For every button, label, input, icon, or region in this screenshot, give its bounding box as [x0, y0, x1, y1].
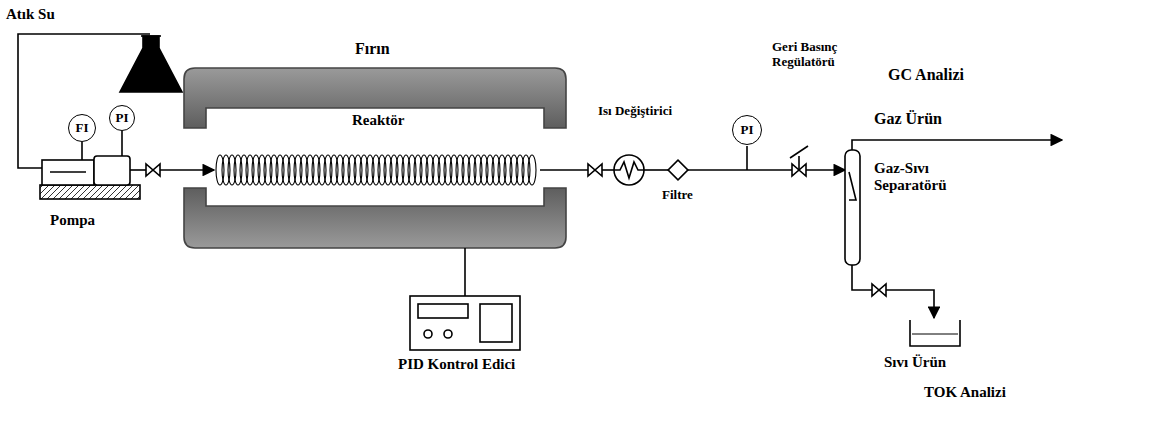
pump-label: Pompa: [50, 212, 95, 229]
instrument-tag: PI: [116, 110, 129, 126]
fi-tap: [81, 142, 83, 160]
pid-controller: [410, 296, 520, 350]
coil-winding: [528, 155, 536, 185]
control-wire: [464, 248, 466, 296]
pi-tap: [746, 146, 748, 170]
pipe: [160, 169, 214, 171]
feed-line: [18, 34, 150, 168]
pump-base: [40, 185, 140, 199]
pressure-indicator: PI: [109, 105, 135, 131]
pid-knob: [444, 330, 452, 338]
controller-label: PID Kontrol Edici: [398, 356, 515, 373]
separator-internal: [849, 172, 856, 200]
pid-panel: [480, 304, 512, 342]
heat-exchanger: [614, 155, 644, 185]
pressure-indicator: PI: [732, 115, 762, 145]
flow-indicator: FI: [68, 114, 96, 142]
pump-head: [94, 156, 130, 185]
feed-label: Atık Su: [6, 6, 55, 23]
outlet-valve: [588, 164, 602, 176]
pipe: [540, 169, 588, 171]
pump-motor: [42, 160, 94, 185]
heat-exchanger-coil: [614, 162, 644, 178]
pipe: [644, 169, 671, 171]
regulator-spring: [790, 146, 808, 158]
instrument-tag: FI: [76, 120, 89, 136]
regulator-label: Geri Basınç Regülatörü: [772, 40, 860, 70]
analysis-label: GC Analizi: [888, 66, 964, 84]
drain-valve: [872, 284, 886, 296]
pipe: [688, 169, 792, 171]
gas-line: [852, 140, 1062, 150]
reactor-label: Reaktör: [352, 112, 405, 129]
flask-rim: [141, 35, 161, 37]
separator-label: Gaz-Sıvı Separatörü: [874, 160, 974, 195]
beaker-liquid: [912, 334, 958, 335]
liquid-product-label: Sıvı Ürün: [884, 354, 946, 371]
instrument-tag: PI: [741, 122, 754, 138]
inlet-valve: [146, 164, 160, 176]
filter-label: Filtre: [662, 188, 693, 203]
gas-product-label: Gaz Ürün: [874, 110, 942, 128]
reactor-coil: [216, 155, 536, 185]
pi-tap: [121, 131, 123, 156]
filter: [668, 160, 688, 180]
regulator-stem: [798, 156, 800, 170]
heat-exchanger-label: Isı Değiştirici: [598, 104, 672, 119]
flask: [120, 36, 182, 92]
pipe: [130, 169, 146, 171]
pid-knob: [424, 330, 432, 338]
pump-piston: [50, 171, 86, 173]
liquid-line: [886, 290, 934, 318]
beaker: [910, 320, 960, 346]
pid-display: [418, 304, 468, 318]
furnace: [184, 68, 566, 248]
furnace-label: Fırın: [355, 40, 390, 58]
analysis-label: TOK Analizi: [924, 384, 1006, 401]
pipe: [602, 169, 614, 171]
gas-liquid-separator: [845, 150, 860, 265]
liquid-line: [852, 265, 872, 290]
pipe: [806, 169, 845, 171]
